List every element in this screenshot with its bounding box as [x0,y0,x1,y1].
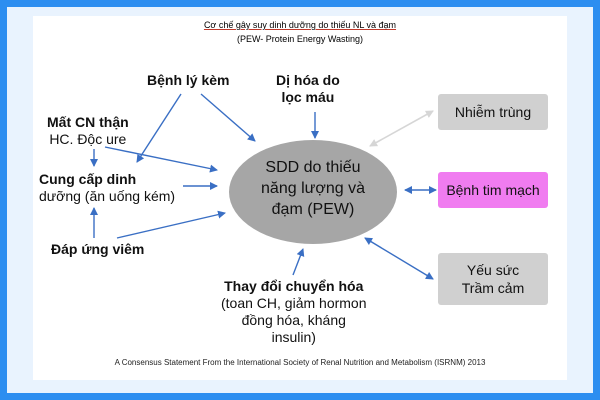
cause-benh-ly-kem-text: Bệnh lý kèm [147,72,230,88]
box-nhiem-trung: Nhiễm trùng [438,94,548,130]
box-yeu-suc-text: Yếu sức [466,262,520,278]
arrow-benhly-to-cungcap [136,93,182,163]
cause-dap-ung-viem: Đáp ứng viêm [51,241,144,258]
arrow-benhly-to-center [200,93,256,142]
footer-citation: A Consensus Statement From the Internati… [114,358,486,367]
cause-benh-ly-kem: Bệnh lý kèm [147,72,229,89]
slide-subtitle: (PEW- Protein Energy Wasting) [236,34,364,44]
cause-cung-cap-line2: dưỡng (ăn uống kém) [39,188,176,204]
arrow-thaydoi-to-center [292,248,305,276]
cause-mat-cn-than: Mất CN thận HC. Độc ure [47,114,129,148]
frame-border-bottom [0,393,600,400]
cause-thay-doi-line2: (toan CH, giảm hormon [221,295,367,311]
cause-thay-doi-chuyen-hoa: Thay đổi chuyển hóa (toan CH, giảm hormo… [221,278,367,346]
cause-thay-doi-line1: Thay đổi chuyển hóa [224,278,364,294]
cause-thay-doi-line4: insulin) [271,329,316,345]
center-label-line1: SDD do thiếu [265,159,361,176]
arrows-layer [90,93,437,280]
cause-mat-cn-than-line2: HC. Độc ure [49,131,127,147]
arrow-center-to-yeusuc [364,237,434,280]
cause-dap-ung-viem-text: Đáp ứng viêm [51,241,145,257]
cause-di-hoa-line1: Dị hóa do [276,72,340,88]
box-yeu-suc-tram-cam: Yếu sức Trầm cảm [438,253,548,305]
arrow-matcn-to-center [104,146,218,173]
cause-thay-doi-line3: đồng hóa, kháng [241,312,346,328]
cause-di-hoa: Dị hóa do lọc máu [276,72,340,106]
slide: Cơ chế gây suy dinh dưỡng do thiếu NL và… [33,16,567,380]
box-tram-cam-text: Trầm cảm [461,280,525,296]
frame-border-right [593,0,600,400]
arrow-center-to-nhiemtrung [369,110,434,147]
frame-border-top [0,0,600,7]
cause-di-hoa-line2: lọc máu [281,89,335,105]
frame-border-left [0,0,7,400]
center-label: SDD do thiếu năng lượng và đạm (PEW) [229,157,397,220]
cause-cung-cap: Cung cấp dinh dưỡng (ăn uống kém) [39,171,175,205]
cause-cung-cap-line1: Cung cấp dinh [39,171,137,187]
center-label-line2: năng lượng và [261,180,365,197]
cause-mat-cn-than-line1: Mất CN thận [47,114,129,130]
center-label-line3: đạm (PEW) [271,201,355,218]
box-benh-tim-mach: Bệnh tim mạch [438,172,548,208]
center-ellipse [229,140,397,244]
box-nhiem-trung-text: Nhiễm trùng [454,104,532,120]
arrow-viem-to-center [116,210,226,239]
slide-title: Cơ chế gây suy dinh dưỡng do thiếu NL và… [203,20,397,30]
box-benh-tim-mach-text: Bệnh tim mạch [446,182,540,198]
